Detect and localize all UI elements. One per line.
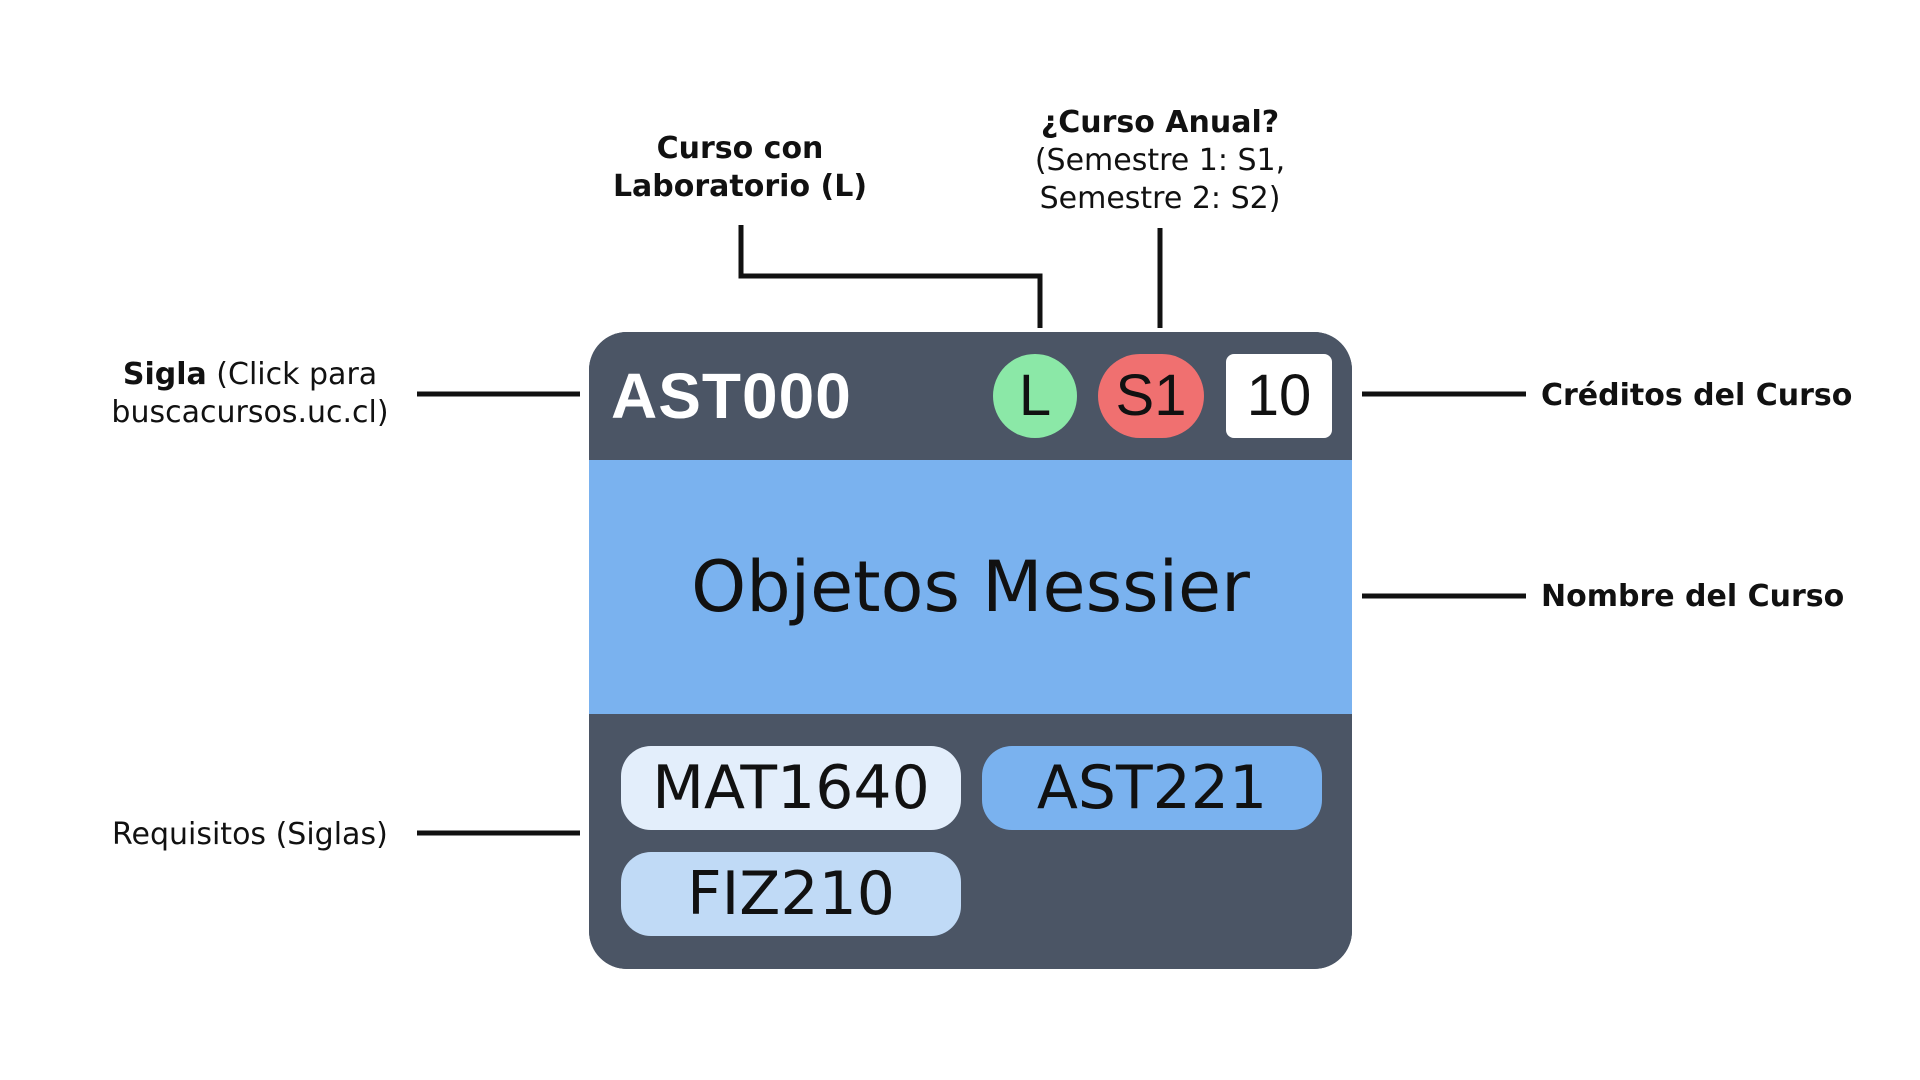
sigla-annotation: Sigla (Click para buscacursos.uc.cl) [90,356,410,432]
lab-annotation-line2: Laboratorio (L) [612,169,868,204]
annual-annotation-line2: (Semestre 1: S1, [1034,143,1286,178]
lab-annotation: Curso con Laboratorio (L) [600,130,880,206]
course-name: Objetos Messier [691,546,1250,628]
sigla-annotation-bold: Sigla [122,357,207,392]
lab-badge: L [993,354,1077,438]
lab-annotation-line1: Curso con [656,131,824,166]
course-name-panel: Objetos Messier [589,460,1352,714]
course-card-header: AST000 L S1 10 [589,332,1352,460]
annual-annotation: ¿Curso Anual? (Semestre 1: S1, Semestre … [1030,104,1290,218]
requisites-annotation: Requisitos (Siglas) [112,817,388,852]
annual-annotation-question: ¿Curso Anual? [1040,105,1280,140]
sigla-annotation-rest: (Click para [206,357,378,392]
semester-badge: S1 [1098,354,1204,438]
requisites-panel: MAT1640 AST221 FIZ210 [589,714,1352,969]
annual-annotation-line3: Semestre 2: S2) [1039,181,1281,216]
credits-annotation: Créditos del Curso [1541,378,1853,413]
lab-connector [738,225,1043,328]
credits-badge: 10 [1226,354,1332,438]
course-card: AST000 L S1 10 Objetos Messier MAT1640 A… [589,332,1352,969]
sigla-annotation-line2: buscacursos.uc.cl) [111,395,389,430]
sigla-annotation-line1: Sigla (Click para [90,356,410,394]
course-name-annotation: Nombre del Curso [1541,579,1845,614]
requisite-chip[interactable]: AST221 [982,746,1322,830]
requisite-chip[interactable]: MAT1640 [621,746,961,830]
course-code-link[interactable]: AST000 [611,360,852,432]
requisite-chip[interactable]: FIZ210 [621,852,961,936]
